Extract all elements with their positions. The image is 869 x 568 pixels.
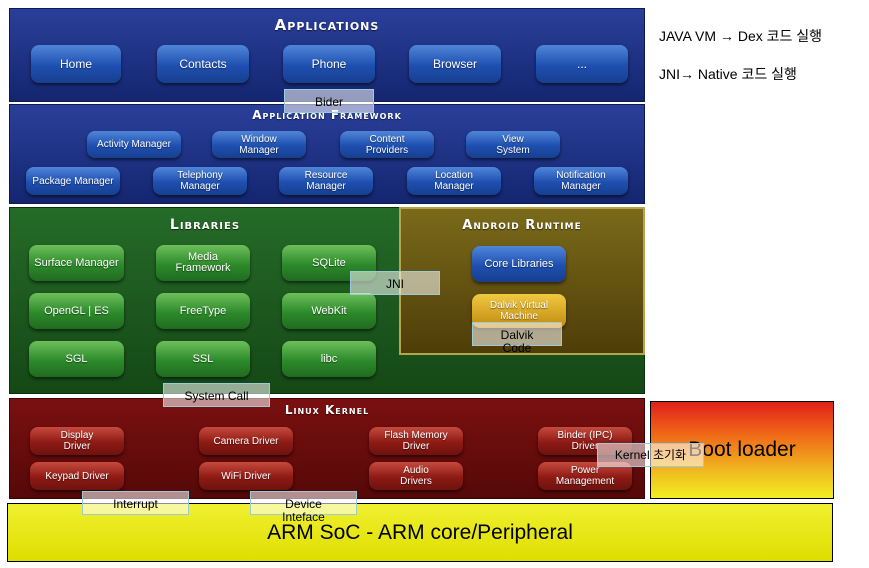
kernel-title: Linux Kernel xyxy=(284,403,370,417)
overlay-kernel-init: Kernel 초기화 xyxy=(597,443,704,467)
framework-resource-manager: Resource Manager xyxy=(279,167,373,195)
lib-libc: libc xyxy=(282,341,376,377)
lib-freetype: FreeType xyxy=(156,293,250,329)
lib-sgl: SGL xyxy=(29,341,124,377)
app-home: Home xyxy=(31,45,121,83)
kernel-wifi-driver: WiFi Driver xyxy=(199,462,293,490)
kernel-display-driver: Display Driver xyxy=(30,427,124,455)
overlay-bider: Bider xyxy=(284,89,374,113)
lib-media-framework: Media Framework xyxy=(156,245,250,281)
app-phone: Phone xyxy=(283,45,375,83)
overlay-interrupt: Interrupt xyxy=(82,491,189,515)
framework-notification-manager: Notification Manager xyxy=(534,167,628,195)
framework-content-providers: Content Providers xyxy=(340,131,434,158)
note-jni: JNI→ Native 코드 실행 xyxy=(659,66,797,82)
framework-view-system: View System xyxy=(466,131,560,158)
app-contacts: Contacts xyxy=(157,45,249,83)
framework-activity-manager: Activity Manager xyxy=(87,131,181,158)
framework-location-manager: Location Manager xyxy=(407,167,501,195)
lib-surface-manager: Surface Manager xyxy=(29,245,124,281)
lib-webkit: WebKit xyxy=(282,293,376,329)
overlay-system-call: System Call xyxy=(163,383,270,407)
kernel-audio-drivers: Audio Drivers xyxy=(369,462,463,490)
app-more: ... xyxy=(536,45,628,83)
kernel-layer: Linux Kernel Display Driver Camera Drive… xyxy=(9,398,645,499)
applications-layer: Applications Home Contacts Phone Browser… xyxy=(9,8,645,102)
framework-package-manager: Package Manager xyxy=(26,167,120,195)
framework-window-manager: Window Manager xyxy=(212,131,306,158)
soc-label: ARM SoC - ARM core/Peripheral xyxy=(267,520,573,544)
overlay-dalvik-code: Dalvik Code xyxy=(472,322,562,355)
kernel-keypad-driver: Keypad Driver xyxy=(30,462,124,490)
lib-opengl-es: OpenGL | ES xyxy=(29,293,124,329)
lib-ssl: SSL xyxy=(156,341,250,377)
libraries-title: Libraries xyxy=(169,217,241,233)
overlay-jni: JNI xyxy=(350,271,440,295)
kernel-camera-driver: Camera Driver xyxy=(199,427,293,455)
app-browser: Browser xyxy=(409,45,501,83)
kernel-flash-memory-driver: Flash Memory Driver xyxy=(369,427,463,455)
applications-title: Applications xyxy=(274,16,380,34)
framework-layer: Application Framework Activity Manager W… xyxy=(9,104,645,204)
note-java-vm: JAVA VM → Dex 코드 실행 xyxy=(659,28,823,44)
runtime-core-libraries: Core Libraries xyxy=(472,246,566,282)
overlay-device-interface: Device Inteface xyxy=(250,491,357,524)
framework-telephony-manager: Telephony Manager xyxy=(153,167,247,195)
boot-loader-label: Boot loader xyxy=(688,438,796,461)
runtime-title: Android Runtime xyxy=(462,218,582,233)
